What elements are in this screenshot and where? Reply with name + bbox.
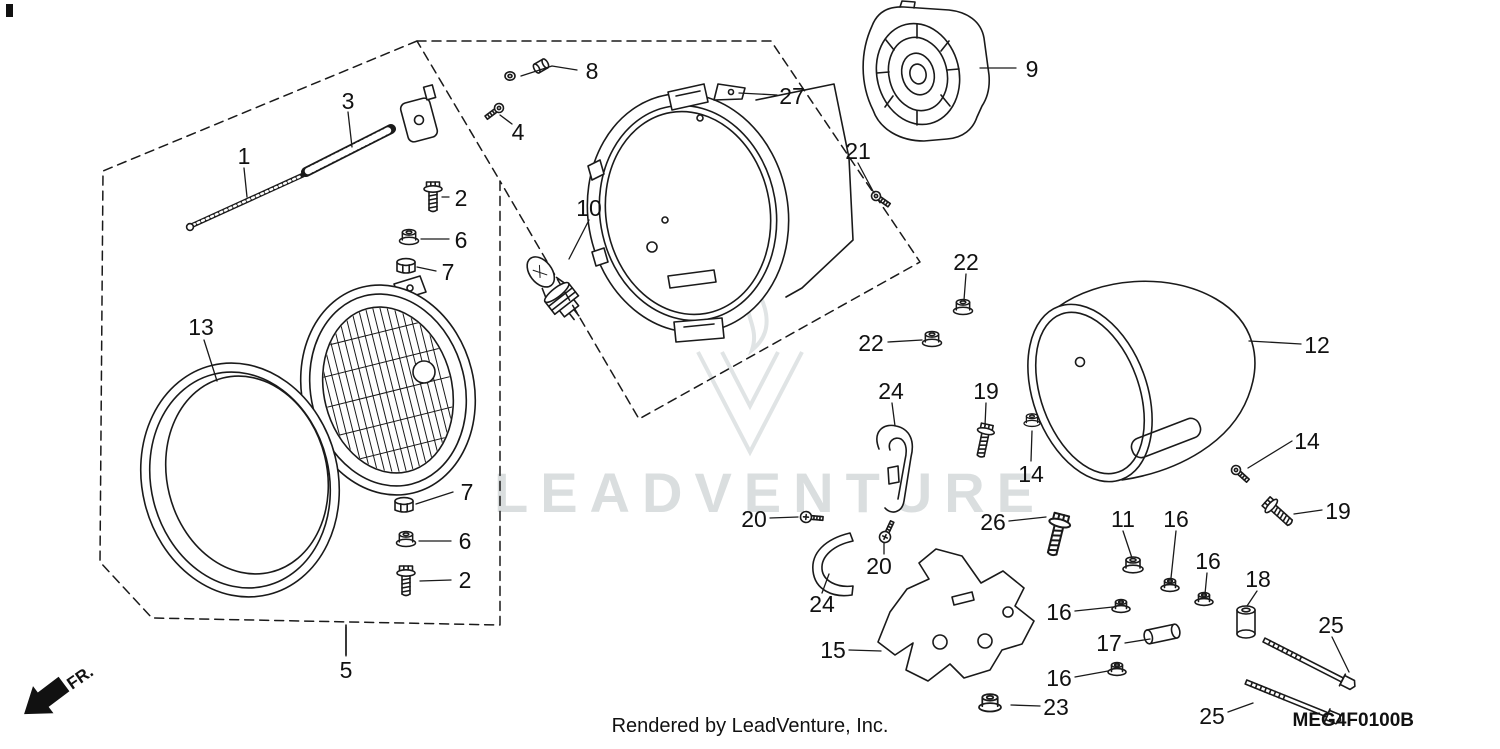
part-label-24-b[interactable]: 24 — [809, 591, 835, 617]
part-label-20-b[interactable]: 20 — [866, 553, 892, 579]
part-12-shell-case — [1027, 280, 1256, 483]
part-2-bolt-bottom — [396, 565, 416, 597]
part-label-16-c[interactable]: 16 — [1046, 599, 1072, 625]
part-label-2-a[interactable]: 2 — [455, 185, 468, 211]
part-18-collar — [1236, 605, 1256, 639]
part-label-11[interactable]: 11 — [1111, 506, 1135, 532]
part-label-13[interactable]: 13 — [188, 314, 214, 340]
part-26-bolt — [1040, 511, 1074, 559]
part-10-bulb — [526, 256, 580, 321]
part-14-nut-left — [1023, 413, 1041, 428]
part-label-26[interactable]: 26 — [980, 509, 1006, 535]
part-label-6-b[interactable]: 6 — [459, 528, 472, 554]
front-direction-label: FR. — [63, 662, 96, 693]
part-label-16-d[interactable]: 16 — [1046, 665, 1072, 691]
part-label-10[interactable]: 10 — [576, 195, 602, 221]
part-label-15[interactable]: 15 — [820, 637, 846, 663]
part-label-23[interactable]: 23 — [1043, 694, 1069, 720]
adjuster-clamp — [399, 84, 439, 143]
part-label-22-a[interactable]: 22 — [953, 249, 979, 275]
part-16-bushing-a — [1160, 577, 1180, 593]
part-27-clip — [713, 83, 746, 101]
part-13-rim-ring — [139, 362, 341, 598]
part-17-collar — [1143, 623, 1181, 645]
part-callouts: 8 3 27 9 4 21 1 2 10 6 7 22 22 13 12 24 … — [188, 56, 1351, 729]
part-19-bolt-right — [1259, 494, 1298, 531]
part-label-19-a[interactable]: 19 — [973, 378, 999, 404]
part-label-27[interactable]: 27 — [779, 83, 805, 109]
part-9-rear-cover — [862, 0, 991, 142]
part-label-24-a[interactable]: 24 — [878, 378, 904, 404]
part-7-nut-bottom — [394, 496, 414, 513]
part-label-14-b[interactable]: 14 — [1294, 428, 1320, 454]
part-label-21[interactable]: 21 — [845, 138, 871, 164]
part-label-8[interactable]: 8 — [586, 58, 599, 84]
front-arrow-icon — [24, 676, 70, 715]
part-22-nut-b — [921, 330, 943, 348]
part-14-screw-right — [1228, 462, 1252, 485]
part-19-bolt-left — [971, 421, 997, 460]
part-label-20-a[interactable]: 20 — [741, 506, 767, 532]
part-label-2-b[interactable]: 2 — [459, 567, 472, 593]
part-3-spring — [301, 124, 396, 177]
corner-mark — [6, 4, 13, 17]
part-1-adjuster-rod — [185, 172, 306, 232]
part-24-strap-upper — [876, 424, 914, 513]
part-label-17[interactable]: 17 — [1096, 630, 1122, 656]
part-label-18[interactable]: 18 — [1245, 566, 1271, 592]
part-label-14-a[interactable]: 14 — [1018, 461, 1044, 487]
part-label-7-b[interactable]: 7 — [461, 479, 474, 505]
part-7-nut-top — [396, 257, 416, 274]
part-mounting-ring — [586, 83, 854, 343]
part-16-bushing-c — [1111, 598, 1131, 614]
part-label-25-a[interactable]: 25 — [1318, 612, 1344, 638]
part-6-nut-bottom — [395, 530, 417, 548]
part-label-9[interactable]: 9 — [1026, 56, 1039, 82]
part-label-16-a[interactable]: 16 — [1163, 506, 1189, 532]
part-label-22-b[interactable]: 22 — [858, 330, 884, 356]
part-label-25-b[interactable]: 25 — [1199, 703, 1225, 729]
part-label-3[interactable]: 3 — [342, 88, 355, 114]
part-16-bushing-d — [1107, 661, 1127, 677]
part-11-nut — [1122, 556, 1144, 574]
part-16-bushing-b — [1194, 591, 1214, 607]
part-6-nut-top — [398, 228, 420, 246]
part-23-nut — [978, 693, 1002, 713]
part-label-1[interactable]: 1 — [238, 143, 251, 169]
part-label-12[interactable]: 12 — [1304, 332, 1330, 358]
diagram-drawing — [99, 0, 1359, 728]
part-24-strap-lower — [812, 532, 854, 597]
part-21-screw — [868, 188, 893, 210]
part-4-screw — [482, 100, 507, 123]
diagram-code: MEG4F0100B — [1293, 710, 1414, 731]
watermark: LEADVENTURE — [494, 278, 1046, 524]
part-15-bracket — [877, 548, 1035, 682]
part-label-7-a[interactable]: 7 — [442, 259, 455, 285]
part-22-nut-a — [952, 298, 974, 316]
part-label-6-a[interactable]: 6 — [455, 227, 468, 253]
watermark-text: LEADVENTURE — [494, 461, 1046, 524]
part-25-bolt-a — [1260, 633, 1359, 693]
part-label-16-b[interactable]: 16 — [1195, 548, 1221, 574]
footer-credit: Rendered by LeadVenture, Inc. — [612, 715, 889, 737]
leader-lines — [203, 65, 1350, 713]
group-boundary-middle — [416, 40, 921, 420]
part-2-bolt-top — [423, 181, 443, 213]
part-label-4[interactable]: 4 — [512, 119, 525, 145]
part-label-5[interactable]: 5 — [340, 657, 353, 683]
part-headlight-lens-unit — [299, 275, 477, 496]
front-direction-marker: FR. — [24, 662, 97, 715]
part-label-19-b[interactable]: 19 — [1325, 498, 1351, 524]
